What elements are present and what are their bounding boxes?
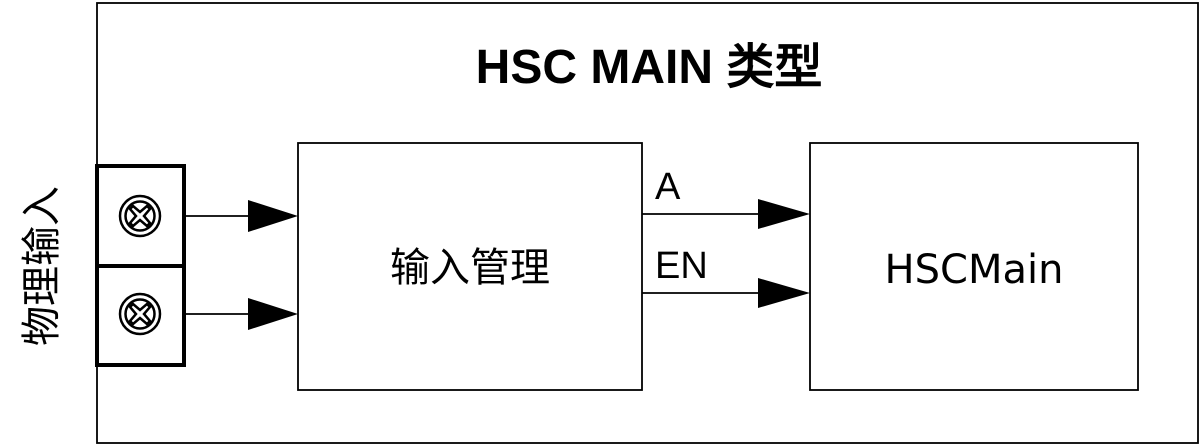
screw-terminal-icon	[118, 194, 162, 238]
signal-en-label: EN	[655, 245, 708, 287]
arrowhead-signal-en	[758, 278, 810, 308]
hsc-main-box	[809, 142, 1139, 391]
screw-terminal-icon	[118, 292, 162, 336]
diagram-title: HSC MAIN 类型	[476, 41, 823, 94]
hsc-main-label: HSCMain	[885, 247, 1064, 293]
arrowhead-terminal-1	[248, 200, 298, 232]
arrowhead-signal-a	[758, 199, 810, 229]
arrowhead-terminal-2	[248, 298, 298, 330]
physical-input-label: 物理输入	[19, 186, 65, 346]
input-manager-box	[297, 142, 643, 391]
input-manager-label: 输入管理	[390, 245, 550, 291]
signal-a-label: A	[655, 166, 681, 208]
